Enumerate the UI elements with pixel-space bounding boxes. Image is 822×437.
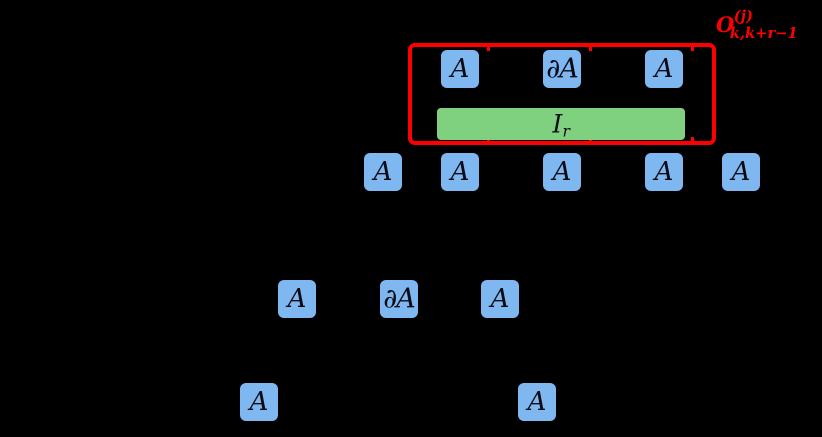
- operator-label-subscript: k,k+r−1: [729, 24, 798, 42]
- identity-bar-label: Ir: [552, 109, 570, 140]
- operator-tile-label: A: [373, 157, 393, 187]
- operator-tile[interactable]: A: [645, 50, 683, 88]
- frame-tick-bottom-0: [487, 137, 490, 144]
- operator-tile-label: A: [450, 54, 470, 84]
- operator-tile-label: A: [490, 284, 510, 314]
- frame-tick-bottom-1: [589, 137, 592, 144]
- operator-tile[interactable]: A: [518, 383, 556, 421]
- operator-tile[interactable]: A: [278, 280, 316, 318]
- operator-tile-label: A: [654, 54, 674, 84]
- operator-tile-label: A: [249, 387, 269, 417]
- operator-label: O(j)k,k+r−1: [716, 10, 822, 41]
- operator-tile[interactable]: A: [645, 153, 683, 191]
- operator-label-base: O: [716, 12, 735, 37]
- operator-tile-label: ∂A: [546, 53, 578, 85]
- operator-tile[interactable]: ∂A: [543, 50, 581, 88]
- operator-tile[interactable]: ∂A: [380, 280, 418, 318]
- operator-label-superscript: (j): [733, 8, 753, 26]
- operator-tile[interactable]: A: [543, 153, 581, 191]
- operator-tile-label: A: [731, 157, 751, 187]
- operator-tile-label: ∂A: [383, 283, 415, 315]
- identity-bar-label-base: I: [552, 109, 563, 139]
- frame-tick-bottom-2: [691, 137, 694, 144]
- operator-highlight-frame: [408, 43, 716, 145]
- operator-tile[interactable]: A: [240, 383, 278, 421]
- operator-tile-label: A: [287, 284, 307, 314]
- operator-tile[interactable]: A: [722, 153, 760, 191]
- operator-tile[interactable]: A: [481, 280, 519, 318]
- frame-tick-top-1: [589, 44, 592, 51]
- operator-tile[interactable]: A: [441, 50, 479, 88]
- operator-tile-label: A: [450, 157, 470, 187]
- operator-tile[interactable]: A: [364, 153, 402, 191]
- operator-tile[interactable]: A: [441, 153, 479, 191]
- identity-bar-label-subscript: r: [562, 122, 570, 141]
- frame-tick-top-2: [691, 44, 694, 51]
- operator-tile-label: A: [552, 157, 572, 187]
- operator-tile-label: A: [654, 157, 674, 187]
- operator-tile-label: A: [527, 387, 547, 417]
- identity-bar: Ir: [437, 108, 685, 140]
- frame-tick-top-0: [487, 44, 490, 51]
